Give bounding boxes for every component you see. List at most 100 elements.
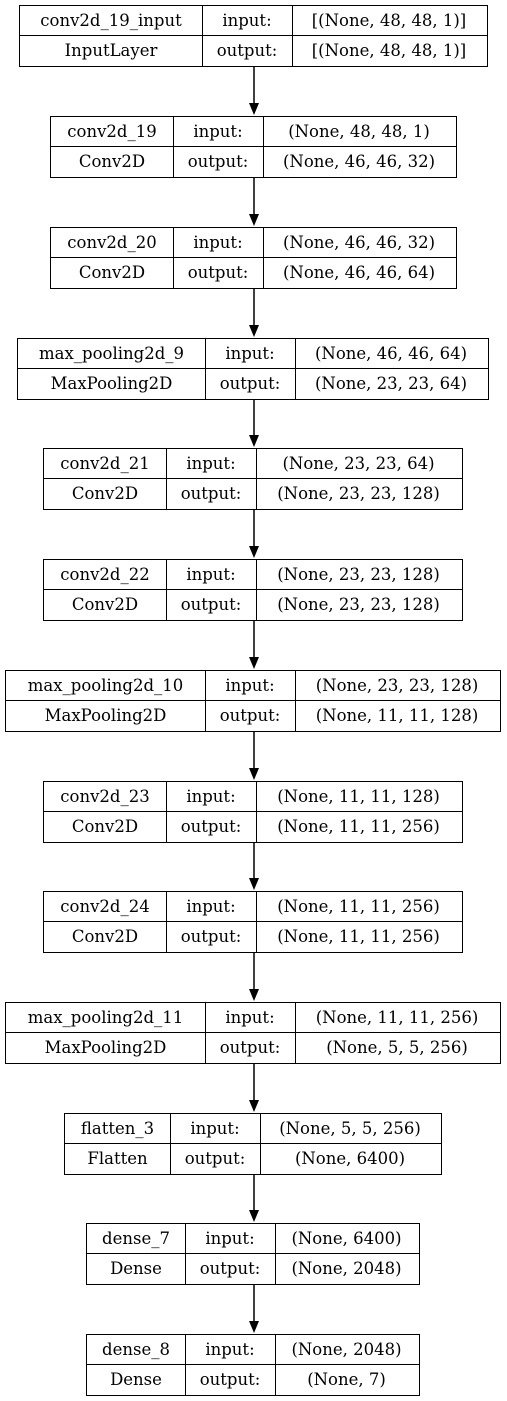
output-shape: [(None, 48, 48, 1)] (311, 40, 467, 60)
input-label: input: (225, 343, 275, 363)
input-label: input: (193, 232, 243, 252)
layer-type: MaxPooling2D (44, 1037, 167, 1057)
output-shape: (None, 23, 23, 128) (277, 483, 440, 503)
input-label: input: (225, 1007, 275, 1027)
output-label: output: (219, 1037, 281, 1057)
layer-name: max_pooling2d_10 (27, 675, 184, 695)
column-divider (275, 1224, 276, 1284)
arrow-head-icon (249, 657, 259, 669)
row-divider (44, 811, 462, 812)
column-divider (166, 560, 167, 620)
layer-type: Conv2D (78, 151, 146, 171)
input-label: input: (186, 896, 236, 916)
layer-name: dense_7 (102, 1228, 170, 1248)
input-label: input: (186, 453, 236, 473)
row-divider (44, 921, 462, 922)
output-label: output: (199, 1369, 261, 1389)
layer-name: flatten_3 (80, 1118, 155, 1138)
layer-name: conv2d_19_input (40, 10, 182, 30)
output-label: output: (187, 151, 249, 171)
arrow-head-icon (249, 878, 259, 890)
layer-type: MaxPooling2D (50, 373, 173, 393)
input-shape: (None, 46, 46, 32) (282, 232, 436, 252)
input-label: input: (186, 786, 236, 806)
layer-name: dense_8 (102, 1339, 170, 1359)
row-divider (51, 257, 456, 258)
input-label: input: (190, 1118, 240, 1138)
layer-name: conv2d_24 (60, 896, 150, 916)
output-shape: (None, 11, 11, 128) (315, 705, 479, 725)
column-divider (256, 449, 257, 509)
layer-name: conv2d_20 (67, 232, 157, 252)
column-divider (205, 1003, 206, 1063)
column-divider (205, 339, 206, 399)
layer-type: Dense (110, 1258, 162, 1278)
arrow-head-icon (249, 546, 259, 558)
input-label: input: (193, 121, 243, 141)
input-label: input: (222, 10, 272, 30)
column-divider (166, 892, 167, 952)
input-label: input: (205, 1339, 255, 1359)
input-label: input: (186, 564, 236, 584)
column-divider (275, 1335, 276, 1395)
arrow-head-icon (249, 325, 259, 337)
column-divider (295, 671, 296, 731)
column-divider (260, 1114, 261, 1174)
layer-name: conv2d_23 (60, 786, 150, 806)
arrow-head-icon (249, 1210, 259, 1222)
row-divider (44, 589, 462, 590)
output-shape: (None, 11, 11, 256) (277, 926, 440, 946)
output-label: output: (187, 262, 249, 282)
column-divider (166, 782, 167, 842)
column-divider (256, 560, 257, 620)
output-shape: (None, 5, 5, 256) (326, 1037, 468, 1057)
input-shape: (None, 23, 23, 64) (282, 453, 435, 473)
arrow-head-icon (249, 103, 259, 115)
row-divider (87, 1364, 419, 1365)
input-shape: (None, 11, 11, 128) (277, 786, 440, 806)
column-divider (166, 449, 167, 509)
arrow-head-icon (249, 1321, 259, 1333)
input-shape: (None, 48, 48, 1) (288, 121, 430, 141)
layer-type: Conv2D (71, 483, 139, 503)
row-divider (6, 700, 500, 701)
layer-name: max_pooling2d_9 (38, 343, 185, 363)
output-label: output: (180, 816, 242, 836)
arrow-head-icon (249, 989, 259, 1001)
layer-type: Conv2D (71, 816, 139, 836)
output-label: output: (199, 1258, 261, 1278)
input-shape: (None, 23, 23, 128) (315, 675, 479, 695)
arrow-head-icon (249, 768, 259, 780)
column-divider (256, 782, 257, 842)
output-shape: (None, 11, 11, 256) (277, 816, 440, 836)
column-divider (295, 1003, 296, 1063)
output-shape: (None, 46, 46, 32) (282, 151, 436, 171)
output-shape: (None, 46, 46, 64) (282, 262, 436, 282)
input-shape: (None, 11, 11, 256) (277, 896, 440, 916)
output-shape: (None, 2048) (291, 1258, 402, 1278)
output-label: output: (219, 373, 281, 393)
column-divider (185, 1335, 186, 1395)
output-shape: (None, 23, 23, 64) (314, 373, 468, 393)
layer-type: Flatten (87, 1148, 148, 1168)
output-label: output: (180, 594, 242, 614)
input-shape: (None, 5, 5, 256) (279, 1118, 421, 1138)
layer-type: Conv2D (78, 262, 146, 282)
arrow-head-icon (249, 1100, 259, 1112)
input-shape: [(None, 48, 48, 1)] (311, 10, 467, 30)
column-divider (295, 339, 296, 399)
input-label: input: (225, 675, 275, 695)
row-divider (6, 1032, 500, 1033)
layer-type: Conv2D (71, 926, 139, 946)
column-divider (292, 6, 293, 66)
row-divider (87, 1253, 419, 1254)
